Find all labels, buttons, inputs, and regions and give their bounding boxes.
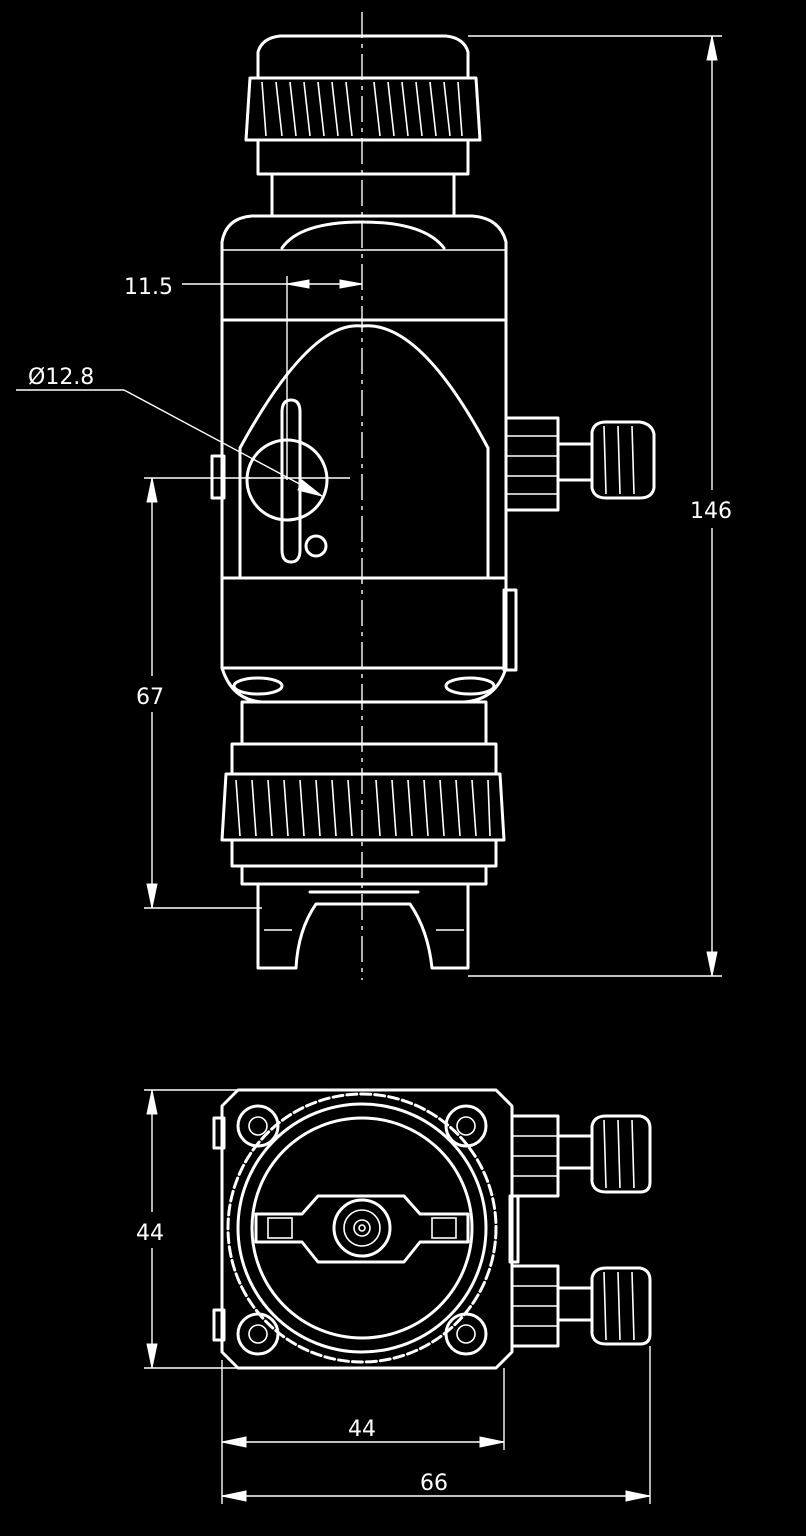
overall-height-label: 146 <box>690 499 732 524</box>
bottom-fitting-upper <box>510 1114 652 1198</box>
dimension-bottom-width <box>221 1360 505 1504</box>
bottom-width-label: 44 <box>348 1417 376 1442</box>
upper-body <box>220 214 508 322</box>
bottom-view: 44 44 66 <box>136 1088 652 1504</box>
side-fitting <box>504 416 656 512</box>
dimension-overall-height <box>468 35 722 977</box>
top-knurled-cap <box>244 34 482 218</box>
bottom-height-label: 44 <box>136 1221 164 1246</box>
front-view: 146 11.5 Ø12.8 67 <box>16 12 732 980</box>
bottom-fitting-lower <box>510 1264 652 1348</box>
main-body <box>210 318 518 672</box>
lower-knurled-ring <box>220 772 506 886</box>
bottom-transition <box>220 666 508 776</box>
dimension-inlet-height <box>144 477 262 909</box>
diameter-label: Ø12.8 <box>28 365 94 390</box>
offset-label: 11.5 <box>124 275 173 300</box>
dimension-offset <box>182 276 363 480</box>
dimension-overall-width <box>221 1346 651 1504</box>
dimension-bottom-height <box>144 1089 238 1369</box>
inlet-height-label: 67 <box>136 685 164 710</box>
bottom-hooks <box>256 882 470 970</box>
dimension-diameter <box>16 389 350 497</box>
overall-width-label: 66 <box>420 1471 448 1496</box>
